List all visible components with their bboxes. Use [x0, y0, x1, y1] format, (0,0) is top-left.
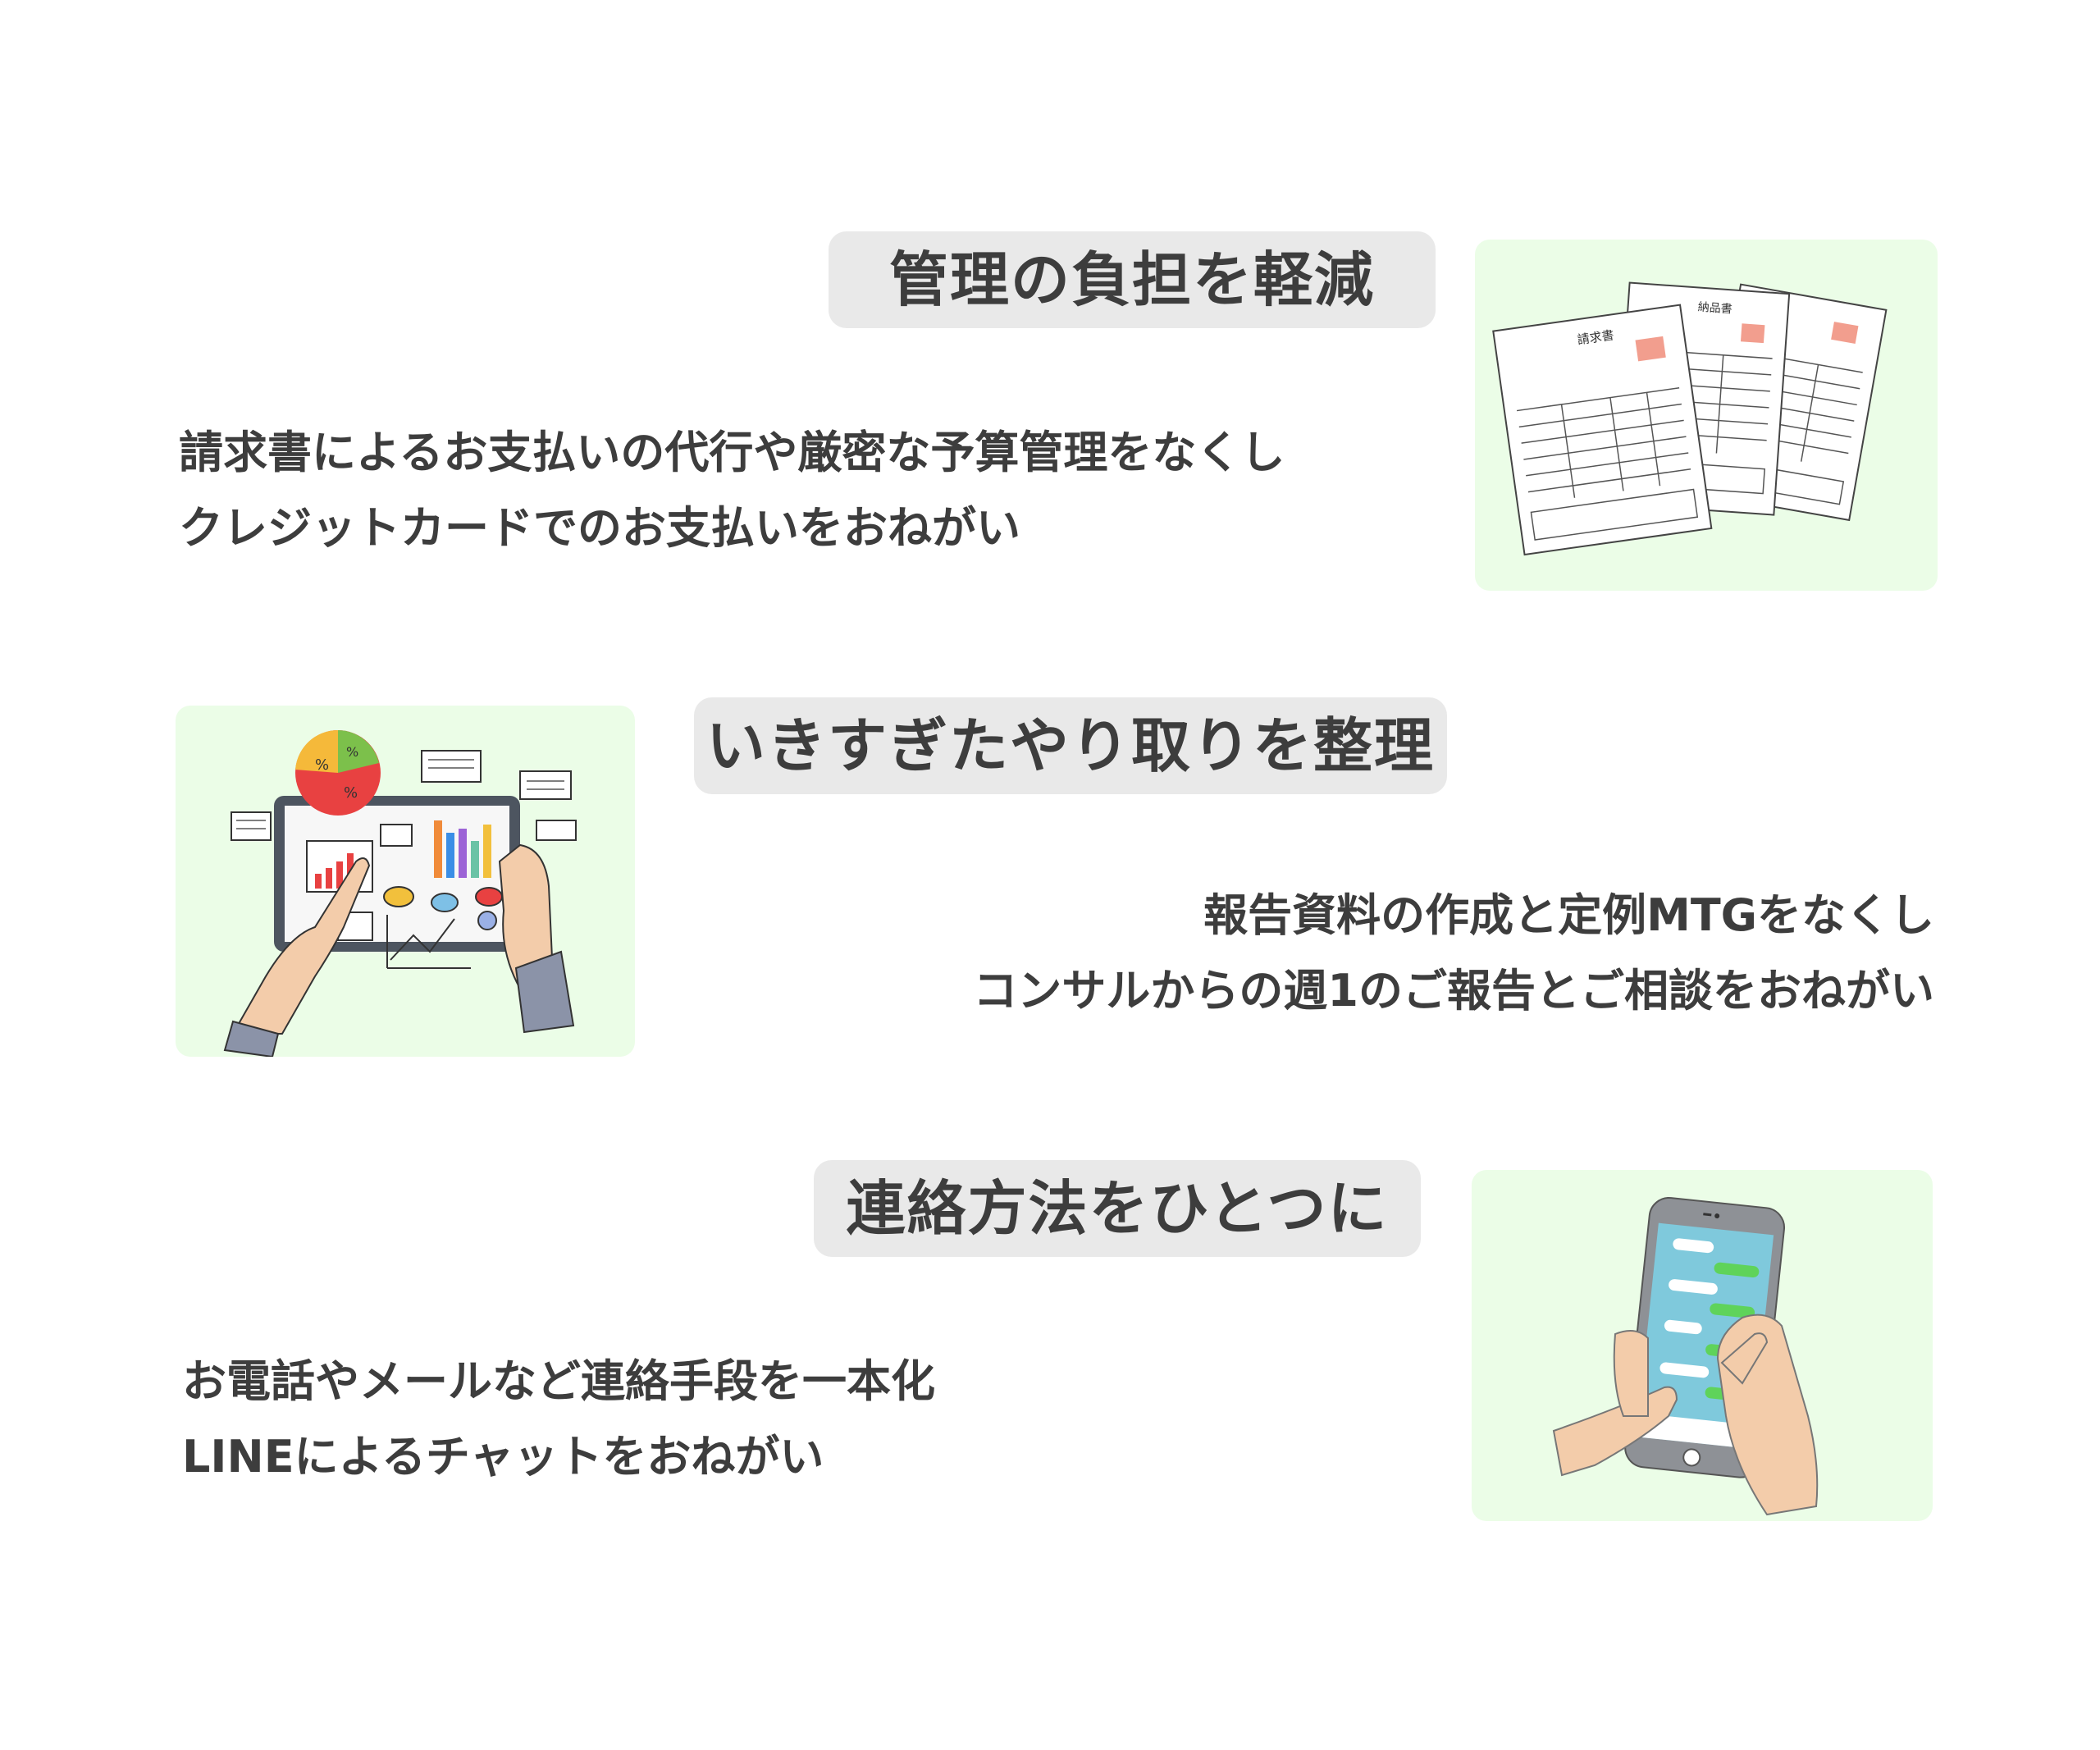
section-line-2: LINEによるチャットをおねがい: [182, 1431, 824, 1483]
section-line-1: 報告資料の作成と定例MTGをなくし: [1203, 889, 1934, 941]
section-heading: 管理の負担を軽減: [829, 231, 1436, 328]
svg-text:%: %: [344, 784, 358, 802]
section-heading: 連絡方法をひとつに: [814, 1160, 1421, 1257]
svg-text:%: %: [346, 744, 358, 760]
svg-text:%: %: [315, 756, 329, 774]
section-line-2: コンサルからの週1のご報告とご相談をおねがい: [973, 965, 1934, 1017]
tablet-analytics-illustration: % % %: [176, 706, 635, 1057]
doc-title-delivery: 納品書: [1697, 301, 1732, 317]
invoice-documents-illustration: 納品書 請求書: [1475, 240, 1938, 591]
section-heading: いきすぎたやり取りを整理: [694, 697, 1447, 794]
section-line-1: 請求書によるお支払いの代行や厳密な予算管理をなくし: [179, 427, 1285, 478]
smartphone-chat-illustration: [1472, 1170, 1933, 1521]
smartphone-chat-icon: [1552, 1196, 1819, 1516]
tablet-analytics-icon: % % %: [223, 729, 577, 1057]
invoice-documents-icon: 納品書 請求書: [1492, 281, 1888, 556]
section-line-1: お電話やメールなど連絡手段を一本化: [182, 1355, 935, 1407]
section-line-2: クレジットカードでのお支払いをおねがい: [179, 502, 1020, 554]
